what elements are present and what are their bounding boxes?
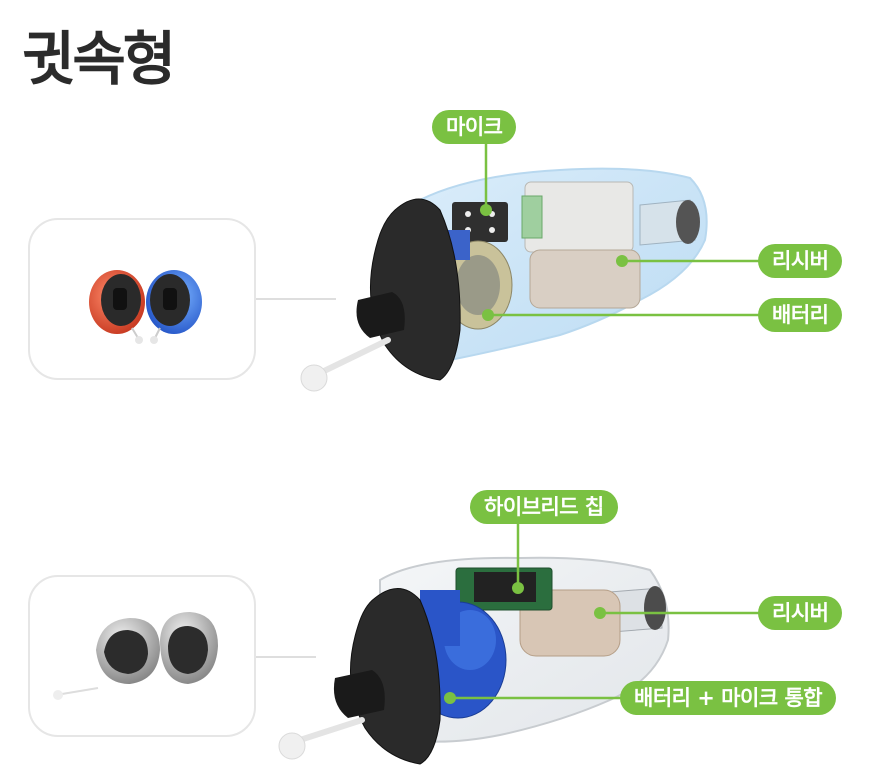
label-mic-top: 마이크: [432, 110, 517, 144]
thumbnail-frame-top: [28, 218, 256, 380]
bottom-hearing-aid-diagram: [278, 522, 760, 765]
thumbnail-connector-bottom: [256, 656, 316, 658]
label-hybrid-chip: 하이브리드 칩: [470, 490, 618, 524]
top-hearing-aid-diagram: [300, 139, 760, 392]
label-battery-top: 배터리: [758, 298, 843, 332]
page-title: 귓속형: [22, 25, 176, 93]
label-battery-mic-combined: 배터리 + 마이크 통합: [620, 681, 837, 715]
label-receiver-top: 리시버: [758, 244, 843, 278]
thumbnail-frame-bottom: [28, 575, 256, 737]
label-receiver-bottom: 리시버: [758, 596, 843, 630]
thumbnail-connector-top: [256, 298, 336, 300]
